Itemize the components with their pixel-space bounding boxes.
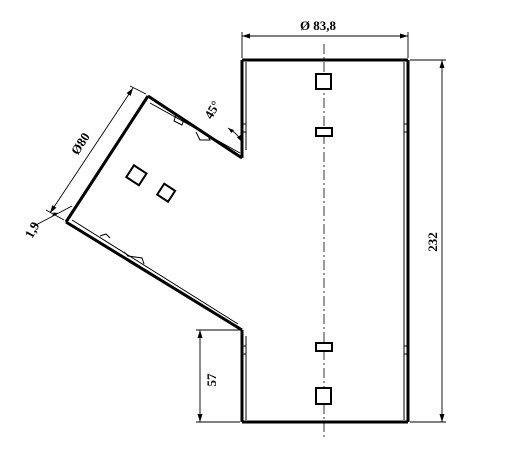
arrow-head <box>228 128 234 133</box>
dimension-line <box>49 87 134 214</box>
dimension-branch-diameter: Ø80 <box>45 85 147 221</box>
branch-diameter-label: Ø80 <box>68 130 93 158</box>
main-pipe <box>240 58 410 424</box>
square-hole <box>315 387 332 405</box>
height-label: 232 <box>425 232 440 252</box>
wall-notch <box>403 123 408 133</box>
angle-label: 45° <box>201 98 223 121</box>
extension-line <box>129 85 147 95</box>
square-hole <box>155 182 177 204</box>
branch-notch <box>195 131 211 141</box>
arrow-head <box>197 330 203 338</box>
dimension-line <box>33 205 73 227</box>
bottom-offset-label: 57 <box>204 373 219 387</box>
branch-notch <box>123 251 145 265</box>
wall-notch <box>242 345 247 355</box>
arrow-head <box>197 414 203 422</box>
arrow-head <box>242 33 250 39</box>
holes <box>124 73 333 405</box>
square-hole <box>315 73 332 90</box>
dimension-bottom-offset: 57 <box>196 329 240 423</box>
branch-lower-wall <box>65 220 243 332</box>
arrow-head <box>439 60 445 68</box>
arrow-head <box>400 33 408 39</box>
arrow-head <box>50 205 57 213</box>
branch-upper-wall <box>147 94 243 160</box>
arrow-head <box>237 135 242 142</box>
branch-pipe <box>64 94 243 332</box>
dimension-main-diameter: Ø 83,8 <box>241 18 409 58</box>
slot-hole <box>315 342 333 352</box>
wall-offset-label: 1,9 <box>22 219 43 241</box>
arrow-head <box>52 212 58 217</box>
dimension-wall-offset: 1,9 <box>22 205 73 241</box>
arrow-head <box>126 88 133 96</box>
branch-lower-inner-wall <box>71 219 239 325</box>
main-diameter-label: Ø 83,8 <box>300 18 337 33</box>
dimension-height: 232 <box>410 59 446 423</box>
branch-notch <box>173 113 185 126</box>
branch-notch <box>99 233 111 239</box>
square-hole <box>124 163 148 187</box>
branch-upper-inner-wall <box>149 102 241 154</box>
wall-notch <box>403 345 408 355</box>
wall-notch <box>242 123 247 133</box>
slot-hole <box>315 127 333 137</box>
arrow-head <box>439 414 445 422</box>
branch-end-face <box>64 95 150 223</box>
